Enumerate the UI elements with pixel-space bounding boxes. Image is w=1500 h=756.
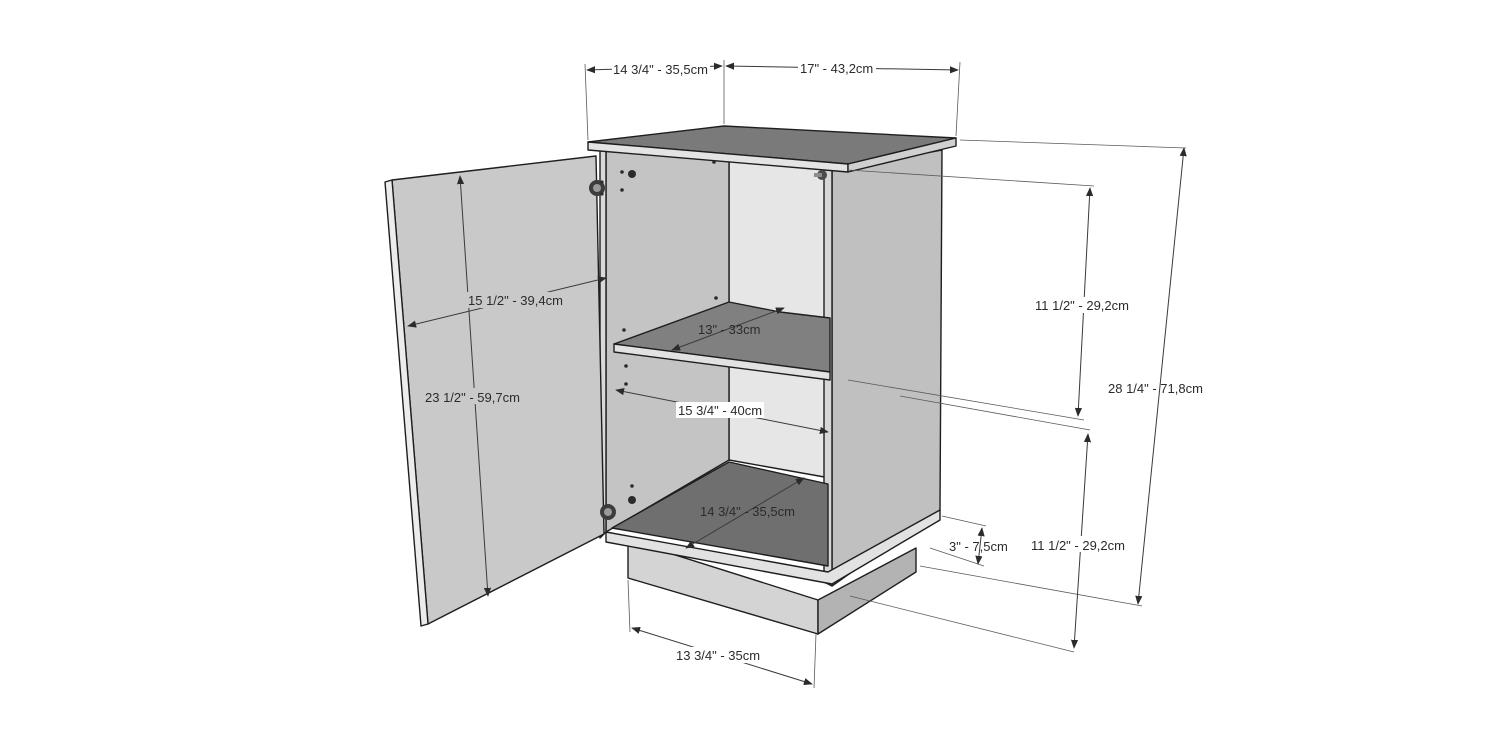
label-total-height: 28 1/4" - 71,8cm xyxy=(1108,381,1203,396)
dimension-labels: 14 3/4" - 35,5cm 17" - 43,2cm 28 1/4" - … xyxy=(424,60,1203,663)
label-base-height: 3" - 7,5cm xyxy=(949,539,1008,554)
label-upper-height: 11 1/2" - 29,2cm xyxy=(1035,298,1129,313)
dim-line-total-height xyxy=(1135,147,1187,605)
label-lower-height: 11 1/2" - 29,2cm xyxy=(1031,538,1125,553)
dim-line-bottom-depth xyxy=(685,477,805,549)
shelf-peg-top-icon xyxy=(814,170,827,180)
base-plinth-side xyxy=(817,547,917,635)
dim-line-shelf-depth xyxy=(671,307,785,351)
label-bottom-depth: 14 3/4" - 35,5cm xyxy=(700,504,795,519)
middle-shelf-front-edge xyxy=(613,343,831,381)
top-panel-side-edge xyxy=(847,137,957,173)
bottom-panel-front-edge xyxy=(605,509,941,585)
label-top-width: 17" - 43,2cm xyxy=(800,61,873,76)
label-door-height: 23 1/2" - 59,7cm xyxy=(425,390,520,405)
label-top-depth: 14 3/4" - 35,5cm xyxy=(613,62,708,77)
pin-holes xyxy=(600,160,718,500)
hinge-cup-top-icon xyxy=(628,170,636,178)
cabinet-illustration xyxy=(384,125,957,635)
label-shelf-depth: 13" - 33cm xyxy=(698,322,760,337)
label-door-width: 15 1/2" - 39,4cm xyxy=(468,293,563,308)
hinge-bottom-icon xyxy=(600,504,616,520)
dim-line-door-height xyxy=(456,175,492,597)
door-edge xyxy=(384,179,429,627)
hinge-top-icon xyxy=(589,180,605,196)
label-inner-width: 15 3/4" - 40cm xyxy=(678,403,762,418)
hinge-cup-bottom-icon xyxy=(628,496,636,504)
dim-line-base-height xyxy=(975,527,985,565)
label-base-width: 13 3/4" - 35cm xyxy=(676,648,760,663)
